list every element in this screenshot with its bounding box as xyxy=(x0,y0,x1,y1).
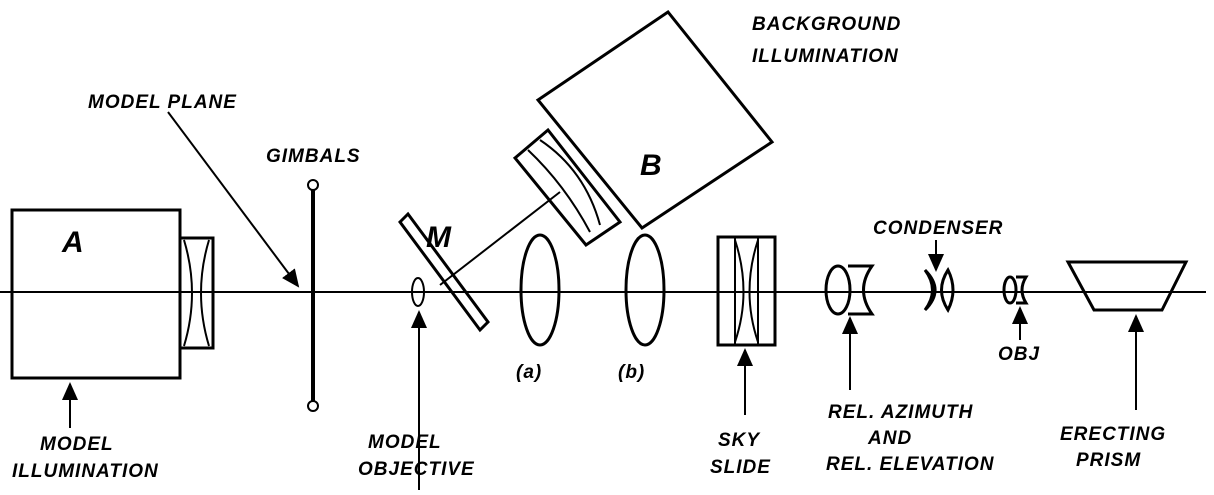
lens-b-label: (b) xyxy=(618,362,645,383)
background-illumination-label-2: ILLUMINATION xyxy=(752,46,899,67)
mirror xyxy=(398,211,490,333)
rel-azimuth-label-1: REL. AZIMUTH xyxy=(828,402,974,423)
model-objective-lens xyxy=(411,277,425,307)
model-objective-label-1: MODEL xyxy=(368,432,442,453)
erecting-prism xyxy=(1065,260,1189,312)
rel-azimuth-label-3: REL. ELEVATION xyxy=(826,454,995,475)
sky-slide xyxy=(716,235,777,347)
box-b-label: B xyxy=(640,149,662,182)
model-illumination-label-1: MODEL xyxy=(40,434,114,455)
lens-a xyxy=(519,233,561,347)
model-objective-label-2: OBJECTIVE xyxy=(358,459,475,480)
erecting-prism-label-1: ERECTING xyxy=(1060,424,1166,445)
model-illumination-label-2: ILLUMINATION xyxy=(12,461,159,482)
condenser-label: CONDENSER xyxy=(873,218,1003,239)
sky-slide-label-2: SLIDE xyxy=(710,457,771,478)
obj-lens xyxy=(1002,275,1029,305)
gimbals xyxy=(307,179,319,412)
gimbals-label: GIMBALS xyxy=(266,146,361,167)
background-illumination-box xyxy=(512,9,775,248)
background-illumination-label-1: BACKGROUND xyxy=(752,14,901,35)
model-plane-arrow xyxy=(167,111,300,288)
lens-a-label: (a) xyxy=(516,362,542,383)
rel-azimuth-lens xyxy=(824,264,875,316)
model-plane-label: MODEL PLANE xyxy=(88,92,237,113)
sky-slide-label-1: SKY xyxy=(718,430,761,451)
background-beam xyxy=(439,191,561,286)
obj-label: OBJ xyxy=(998,344,1040,365)
model-illumination-box xyxy=(10,208,215,380)
mirror-label: M xyxy=(426,221,452,254)
erecting-prism-label-2: PRISM xyxy=(1076,450,1141,471)
lens-b xyxy=(624,233,666,347)
condenser-lens xyxy=(923,266,955,314)
rel-azimuth-label-2: AND xyxy=(867,428,912,449)
box-a-label: A xyxy=(61,226,84,259)
